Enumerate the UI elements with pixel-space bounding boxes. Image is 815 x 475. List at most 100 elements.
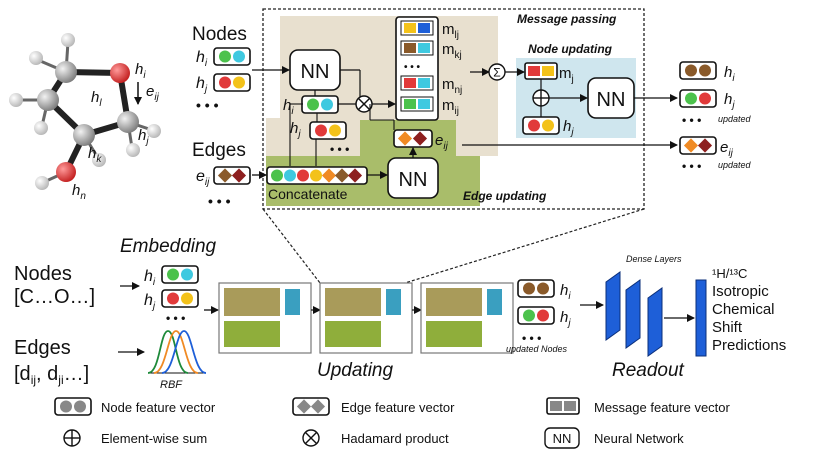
prediction-line-5: Predictions xyxy=(712,337,786,354)
output-hj-label: hj xyxy=(724,91,735,111)
update-block-1 xyxy=(218,282,312,354)
carbon-atom xyxy=(117,111,139,133)
legend-message-vector-label: Message feature vector xyxy=(594,400,731,415)
ellipsis: • • • xyxy=(330,142,349,156)
top-inputs: Nodes hi hj • • • Edges eij • • • xyxy=(192,24,251,209)
updating-title: Updating xyxy=(317,360,393,381)
message-nj-label: mnj xyxy=(442,76,462,96)
prediction-line-1: ¹H/¹³C xyxy=(712,266,747,281)
message-nn-label: NN xyxy=(301,61,330,83)
hydrogen-atom xyxy=(61,33,75,47)
legend-edge-vector-label: Edge feature vector xyxy=(341,400,455,415)
mol-label-hk: hk xyxy=(88,145,102,165)
message-vector-kj xyxy=(400,40,434,56)
legend-hadamard-label: Hadamard product xyxy=(341,431,449,446)
input-hj-label: hj xyxy=(196,75,208,95)
output-layer xyxy=(695,279,707,357)
bottom-edges-content: [dij, dji…] xyxy=(14,363,89,387)
rbf-curves xyxy=(147,330,207,374)
ellipsis: • • • xyxy=(208,193,231,209)
zoom-line xyxy=(262,208,321,284)
rbf-label: RBF xyxy=(160,379,183,391)
embed-hj-label: hj xyxy=(144,292,156,312)
detail-hj-label: hj xyxy=(290,120,301,140)
message-vector-nj xyxy=(400,75,434,91)
mol-label-hn: hn xyxy=(72,182,86,202)
legend-node-vector-label: Node feature vector xyxy=(101,400,216,415)
legend: Node feature vector Edge feature vector … xyxy=(54,397,731,449)
legend-nn-label: Neural Network xyxy=(594,431,684,446)
legend-nn-icon xyxy=(544,427,580,449)
detail-hi-label: hi xyxy=(283,97,294,117)
oxygen-atom xyxy=(110,63,130,83)
dense-layers-label: Dense Layers xyxy=(626,254,682,264)
updated-label: updated xyxy=(718,160,752,170)
hydrogen-atom xyxy=(147,124,161,138)
prediction-line-3: Chemical xyxy=(712,301,775,318)
message-ij-label: mij xyxy=(442,97,459,117)
node-nn-label: NN xyxy=(597,89,626,111)
node-update-hj-label: hj xyxy=(563,118,574,138)
hydrogen-atom xyxy=(35,176,49,190)
updated-hj-label: hj xyxy=(560,309,571,329)
bottom-nodes-label: Nodes xyxy=(14,263,72,285)
updated-nodes-label: updated Nodes xyxy=(506,344,568,354)
carbon-atom xyxy=(73,124,95,146)
output-eij-label: eij xyxy=(720,139,734,159)
molecule: hi hl eij hj hk hn xyxy=(9,33,161,202)
zoom-line xyxy=(404,208,645,284)
carbon-atom xyxy=(37,89,59,111)
ellipsis: • • • xyxy=(196,97,219,113)
top-outputs: hi hj • • • updated eij • • • updated xyxy=(679,61,752,173)
hydrogen-atom xyxy=(92,153,106,167)
message-vector-lj xyxy=(400,20,434,36)
embedding-title: Embedding xyxy=(120,236,217,257)
oxygen-atom xyxy=(56,162,76,182)
mol-label-hl: hl xyxy=(91,89,102,109)
dense-layer-stack xyxy=(605,271,663,357)
message-vector-ij xyxy=(400,96,434,112)
concatenate-label: Concatenate xyxy=(268,186,348,202)
mj-label: mj xyxy=(559,65,574,85)
input-eij-label: eij xyxy=(196,168,210,188)
message-passing-title: Message passing xyxy=(517,12,617,26)
bottom-nodes-content: [C…O…] xyxy=(14,286,95,308)
ellipsis: • • • xyxy=(166,311,185,325)
readout-title: Readout xyxy=(612,360,685,381)
detail-eij-label: eij xyxy=(435,132,449,152)
node-updating-title: Node updating xyxy=(528,42,613,56)
hydrogen-atom xyxy=(126,143,140,157)
nodes-label: Nodes xyxy=(192,24,247,45)
input-hi-label: hi xyxy=(196,49,208,69)
output-hi-label: hi xyxy=(724,64,735,84)
mol-label-hi: hi xyxy=(135,61,146,81)
hydrogen-atom xyxy=(29,51,43,65)
bottom-edges-label: Edges xyxy=(14,337,71,359)
updated-label: updated xyxy=(718,114,752,124)
embed-hi-label: hi xyxy=(144,268,156,288)
legend-nn-box-label: NN xyxy=(553,431,572,446)
legend-sum-label: Element-wise sum xyxy=(101,431,207,446)
update-block-3 xyxy=(420,282,514,354)
detail-panel: Message passing Node updating Edge updat… xyxy=(252,8,678,210)
ellipsis: • • • xyxy=(404,62,421,73)
prediction-line-2: Isotropic xyxy=(712,283,769,300)
message-kj-label: mkj xyxy=(442,41,462,61)
edge-nn-label: NN xyxy=(399,169,428,191)
updated-hi-label: hi xyxy=(560,282,571,302)
ellipsis: • • • xyxy=(682,113,701,127)
bottom-pipeline: Embedding Nodes [C…O…] hi hj • • • Edges… xyxy=(14,236,786,391)
mol-label-eij: eij xyxy=(146,83,160,103)
hydrogen-atom xyxy=(34,121,48,135)
mol-label-hj: hj xyxy=(138,127,149,147)
message-lj-label: mlj xyxy=(442,21,459,41)
sigma-symbol: Σ xyxy=(493,66,500,80)
carbon-atom xyxy=(55,61,77,83)
ellipsis: • • • xyxy=(522,331,541,345)
hydrogen-atom xyxy=(9,93,23,107)
prediction-line-4: Shift xyxy=(712,319,743,336)
ellipsis: • • • xyxy=(682,159,701,173)
update-block-2 xyxy=(319,282,413,354)
edges-label: Edges xyxy=(192,140,246,161)
edge-updating-title: Edge updating xyxy=(463,189,547,203)
